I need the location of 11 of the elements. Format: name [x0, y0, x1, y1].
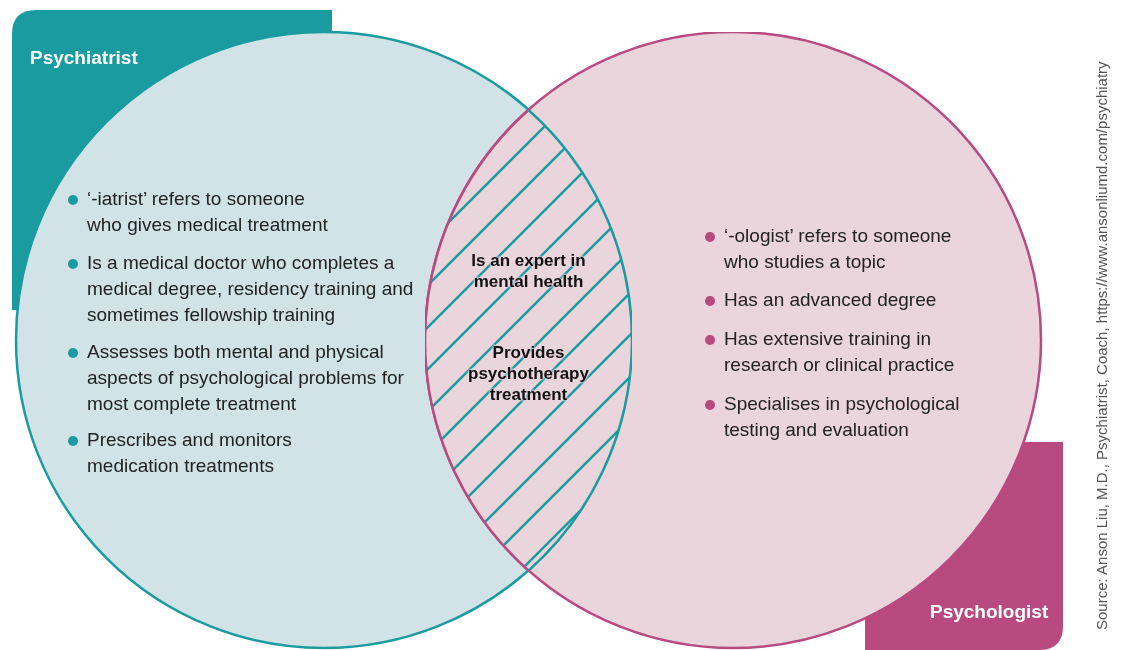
bullet-text: ‘-ologist’ refers to someone who studies a topic — [724, 224, 953, 274]
bullet-text: Has extensive training in research or clinical practice — [724, 327, 956, 377]
bullet-text: Is a medical doctor who completes a medical degree, residency training and sometimes fellowship training — [87, 251, 415, 327]
set-heading: Psychiatrist — [30, 46, 138, 70]
set-heading: Psychologist — [930, 600, 1049, 624]
bullet-text: Specialises in psychological testing and evaluation — [724, 392, 961, 442]
bullet-text: Assesses both mental and physical aspects of psychological problems for most complete treatment — [87, 340, 405, 416]
source-note: Source: Anson Liu, M.D., Psychiatrist, Coach, https://www.ansonliumd.com/psychiatry — [1092, 60, 1111, 630]
bullet-text: ‘-iatrist’ refers to someone who gives medical treatment — [87, 187, 329, 237]
bullet-text: Has an advanced degree — [724, 288, 937, 312]
bullet-text: Prescribes and monitors medication treatments — [87, 428, 293, 478]
